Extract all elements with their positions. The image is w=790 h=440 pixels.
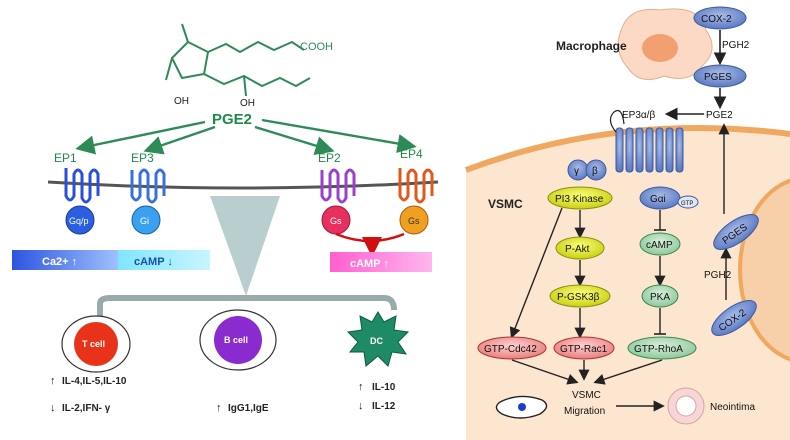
- receptor-ep2-loops: [320, 168, 356, 204]
- t-cell-label: T cell: [82, 339, 105, 349]
- dc-down-arrow: ↓: [358, 400, 364, 412]
- dc-up-effects: IL-10: [372, 382, 396, 393]
- pge2-molecule-structure: [165, 23, 311, 97]
- pges-top-label: PGES: [704, 72, 732, 83]
- t-cell-up-effects: IL-4,IL-5,IL-10: [62, 376, 127, 387]
- gtp-label: GTP: [681, 201, 693, 207]
- gprotein-gs-ep2-label: Gs: [330, 216, 342, 226]
- receptor-ep1-loops: [64, 168, 100, 204]
- pges-top-node: [693, 64, 747, 88]
- pge2-label: PGE2: [212, 111, 252, 128]
- pge2-receptor-arrows: [75, 118, 417, 155]
- pakt-node: [555, 236, 605, 260]
- output-camp-up-box: [330, 252, 432, 272]
- cooh-label: COOH: [300, 41, 333, 53]
- cell-membrane: [47, 180, 439, 190]
- vsmc-cytoplasm: [466, 127, 790, 440]
- output-ca-box: [12, 250, 118, 270]
- migrating-cell-nucleus: [518, 403, 526, 411]
- cdc42-label: GTP-Cdc42: [484, 344, 537, 355]
- signal-funnel: [210, 196, 280, 296]
- neointima-vessel-lumen: [675, 395, 697, 417]
- t-cell-down-arrow: ↓: [50, 402, 56, 414]
- pi3k-label: PI3 Kinase: [555, 194, 604, 205]
- t-cell-down-effects: IL-2,IFN- γ: [62, 403, 111, 414]
- gprotein-gi-label: Gi: [140, 216, 149, 226]
- output-camp-down-box: [118, 250, 210, 270]
- t-cell-nucleus: [74, 322, 118, 366]
- receptor-ep2-label: EP2: [318, 151, 341, 165]
- gprotein-gs-ep4-node: [399, 205, 429, 235]
- pka-label: PKA: [650, 292, 670, 303]
- gprotein-gs-ep4-label: Gs: [408, 216, 420, 226]
- receptor-ep3-loops: [130, 168, 166, 204]
- b-cell-up-effects: IgG1,IgE: [228, 403, 269, 414]
- pgh2-cell-label: PGH2: [704, 270, 732, 281]
- cox2-top-node: [693, 6, 747, 30]
- gai-label: Gαi: [650, 194, 666, 205]
- macrophage-nucleus: [642, 34, 678, 62]
- b-cell-up-arrow: ↑: [216, 402, 222, 414]
- cell-bracket: [97, 295, 397, 322]
- ep3-receptor-helices: [615, 127, 684, 173]
- pge2-right-label: PGE2: [706, 110, 733, 121]
- g-gamma-label: γ: [574, 166, 579, 177]
- cox2-top-label: COX-2: [701, 14, 732, 25]
- gprotein-gq-label: Gq/p: [69, 216, 89, 226]
- right-panel: Macrophage COX-2 PGH2 PGES PGE2 EP3α/β γ…: [464, 6, 790, 440]
- gtp-node: [677, 195, 699, 209]
- oh-right-label: OH: [240, 98, 255, 109]
- gs-merge-arrow: [335, 232, 405, 243]
- b-cell-nucleus: [214, 316, 262, 364]
- dc-up-arrow: ↑: [358, 381, 364, 393]
- oh-left-label: OH: [174, 96, 189, 107]
- b-cell-label: B cell: [224, 335, 248, 345]
- rhoa-label: GTP-RhoA: [634, 344, 683, 355]
- vsmc-membrane: [464, 124, 790, 173]
- camp-label: cAMP: [646, 240, 673, 251]
- rac1-label: GTP-Rac1: [560, 344, 608, 355]
- pgh2-top-label: PGH2: [722, 40, 750, 51]
- g-beta-node: [585, 159, 607, 181]
- receptor-ep4-label: EP4: [400, 147, 423, 161]
- pi3k-node: [547, 186, 613, 210]
- vsmc-migration-label-2: Migration: [564, 406, 605, 417]
- pakt-label: P-Akt: [565, 244, 590, 255]
- gprotein-gi-node: [131, 205, 161, 235]
- cdc42-node: [477, 336, 547, 360]
- dc-down-effects: IL-12: [372, 401, 396, 412]
- vsmc-migration-label-1: VSMC: [572, 390, 601, 401]
- migration-converge-arrows: [511, 359, 663, 385]
- output-ca-label: Ca2+ ↑: [42, 256, 77, 268]
- pgsk3b-node: [549, 284, 611, 308]
- g-beta-label: β: [592, 166, 598, 177]
- ep3ab-label: EP3α/β: [622, 110, 655, 121]
- rhoa-node: [627, 336, 697, 360]
- receptor-ep4-loops: [398, 168, 434, 204]
- dc-star-shape: [346, 311, 410, 367]
- neointima-label: Neointima: [710, 402, 755, 413]
- gprotein-gq-node: [65, 205, 95, 235]
- rac1-node: [553, 336, 615, 360]
- receptor-ep1-label: EP1: [54, 151, 77, 165]
- cox2-cell-node: [711, 300, 757, 336]
- receptor-ep3-label: EP3: [131, 151, 154, 165]
- left-panel: COOH OH OH PGE2 EP1 EP3 EP2 EP4: [12, 23, 439, 414]
- pges-cell-node: [713, 214, 759, 250]
- ep3-receptor-tail: [609, 109, 625, 133]
- pka-node: [641, 284, 679, 308]
- pgsk3b-label: P-GSK3β: [557, 292, 600, 303]
- output-camp-up-label: cAMP ↑: [350, 258, 389, 270]
- camp-node: [639, 232, 681, 256]
- vsmc-label: VSMC: [488, 197, 523, 211]
- dc-label: DC: [370, 336, 383, 346]
- t-cell-up-arrow: ↑: [50, 375, 56, 387]
- macrophage-label: Macrophage: [556, 39, 627, 53]
- pi3k-cdc42-arrow: [509, 207, 563, 339]
- output-camp-down-label: cAMP ↓: [134, 256, 173, 268]
